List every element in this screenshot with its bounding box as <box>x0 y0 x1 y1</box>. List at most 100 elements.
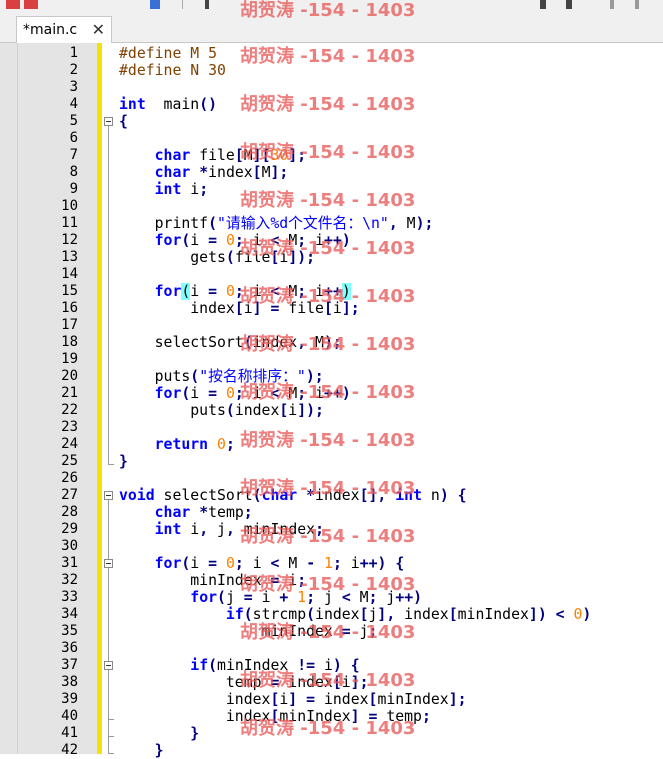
code-token: index <box>395 606 449 623</box>
code-token: i <box>306 232 325 249</box>
code-token: ; <box>199 181 209 198</box>
toolbar-close-icon[interactable] <box>24 0 38 9</box>
code-token: { <box>350 657 360 674</box>
code-line[interactable]: 36 <box>0 640 663 657</box>
code-line[interactable]: 20 puts("按名称排序："); <box>0 368 663 385</box>
code-token: i <box>243 385 271 402</box>
code-token: i <box>315 657 333 674</box>
code-line[interactable]: 8 char *index[M]; <box>0 164 663 181</box>
toolbar-cut-icon[interactable] <box>205 0 209 9</box>
code-line[interactable]: 21 for(i = 0; i < M; i++) <box>0 385 663 402</box>
code-token: return <box>154 436 209 453</box>
code-line[interactable]: 22 puts(index[i]); <box>0 402 663 419</box>
code-token: M <box>279 232 298 249</box>
code-token: [ <box>332 674 342 691</box>
code-token: ++ <box>324 283 342 300</box>
code-token: [ <box>279 402 289 419</box>
code-token: ; <box>368 589 378 606</box>
code-line[interactable]: 29 int i, j, minIndex; <box>0 521 663 538</box>
code-line[interactable]: 6 <box>0 130 663 147</box>
code-line[interactable]: 9 int i; <box>0 181 663 198</box>
code-token: j <box>350 623 369 640</box>
code-token: ; <box>297 232 307 249</box>
code-line[interactable]: 5{ <box>0 113 663 130</box>
code-line[interactable]: 26 <box>0 470 663 487</box>
code-token: ] <box>288 691 298 708</box>
code-line[interactable]: 35 minIndex = j; <box>0 623 663 640</box>
code-token: M <box>279 385 298 402</box>
tab-main-c[interactable]: *main.c ✕ <box>16 16 112 43</box>
code-line[interactable]: 34 if(strcmp(index[j], index[minIndex]) … <box>0 606 663 623</box>
code-token: [ <box>368 691 378 708</box>
code-token: i <box>306 283 325 300</box>
code-line[interactable]: 14 <box>0 266 663 283</box>
code-token: ( <box>225 402 235 419</box>
code-line[interactable]: 25} <box>0 453 663 470</box>
code-line[interactable]: 2#define N 30 <box>0 62 663 79</box>
line-number: 4 <box>69 96 78 112</box>
code-token: for <box>154 283 182 300</box>
code-line[interactable]: 10 <box>0 198 663 215</box>
code-line[interactable]: 18 selectSort(index, M); <box>0 334 663 351</box>
code-line[interactable]: 16 index[i] = file[i]; <box>0 300 663 317</box>
toolbar-close-all-icon[interactable] <box>6 0 20 9</box>
code-line[interactable]: 7 char file[M][30]; <box>0 147 663 164</box>
code-line[interactable]: 19 <box>0 351 663 368</box>
code-token: i <box>341 674 351 691</box>
code-token: [ <box>323 300 333 317</box>
toolbar-print-icon[interactable] <box>150 0 160 9</box>
close-icon[interactable]: ✕ <box>91 20 105 39</box>
code-line[interactable]: 11 printf("请输入%d个文件名：\n", M); <box>0 215 663 232</box>
code-line[interactable]: 31 for(i = 0; i < M - 1; i++) { <box>0 555 663 572</box>
code-token: i <box>332 300 342 317</box>
fold-line <box>108 126 109 460</box>
code-token: = <box>368 708 378 725</box>
code-token <box>119 385 155 402</box>
code-token: = <box>270 572 280 589</box>
fold-toggle-icon[interactable] <box>104 559 113 568</box>
code-token: file <box>279 300 324 317</box>
code-token: = <box>208 555 218 572</box>
code-token: index <box>119 691 271 708</box>
fold-toggle-icon[interactable] <box>104 661 113 670</box>
code-line[interactable]: 24 return 0; <box>0 436 663 453</box>
code-token: ++) <box>324 385 351 402</box>
toolbar-sync-h-icon[interactable] <box>635 0 639 9</box>
code-token <box>315 555 324 572</box>
line-number: 6 <box>69 130 78 146</box>
fold-toggle-icon[interactable] <box>104 491 113 500</box>
code-line[interactable]: 39 index[i] = index[minIndex]; <box>0 691 663 708</box>
code-token <box>547 606 556 623</box>
code-line[interactable]: 23 <box>0 419 663 436</box>
code-token: [], <box>359 487 387 504</box>
code-token: ; <box>234 385 244 402</box>
code-line[interactable]: 41 } <box>0 725 663 742</box>
code-line[interactable]: 40 index[minIndex] = temp; <box>0 708 663 725</box>
code-token: 0 <box>225 385 235 402</box>
code-line[interactable]: 17 <box>0 317 663 334</box>
code-line[interactable]: 12 for(i = 0; i < M; i++) <box>0 232 663 249</box>
code-token: ]; <box>448 691 467 708</box>
code-token: index <box>315 691 369 708</box>
code-line[interactable]: 3 <box>0 79 663 96</box>
code-line[interactable]: 28 char *temp; <box>0 504 663 521</box>
toolbar-zoom-out-icon[interactable] <box>566 0 572 9</box>
code-line[interactable]: 37 if(minIndex != i) { <box>0 657 663 674</box>
code-line[interactable]: 1#define M 5 <box>0 45 663 62</box>
code-token: < <box>270 283 280 300</box>
code-token: , <box>297 334 307 351</box>
toolbar-zoom-in-icon[interactable] <box>540 0 546 9</box>
fold-toggle-icon[interactable] <box>104 117 113 126</box>
code-line[interactable]: 30 <box>0 538 663 555</box>
code-line[interactable]: 38 temp = index[i]; <box>0 674 663 691</box>
code-line[interactable]: 15 for(i = 0; i < M; i++) <box>0 283 663 300</box>
code-line[interactable]: 33 for(j = i + 1; j < M; j++) <box>0 589 663 606</box>
code-line[interactable]: 13 gets(file[i]); <box>0 249 663 266</box>
code-token: i <box>243 232 271 249</box>
code-line[interactable]: 42 } <box>0 742 663 759</box>
code-line[interactable]: 32 minIndex = i; <box>0 572 663 589</box>
toolbar-sync-v-icon[interactable] <box>610 0 614 9</box>
